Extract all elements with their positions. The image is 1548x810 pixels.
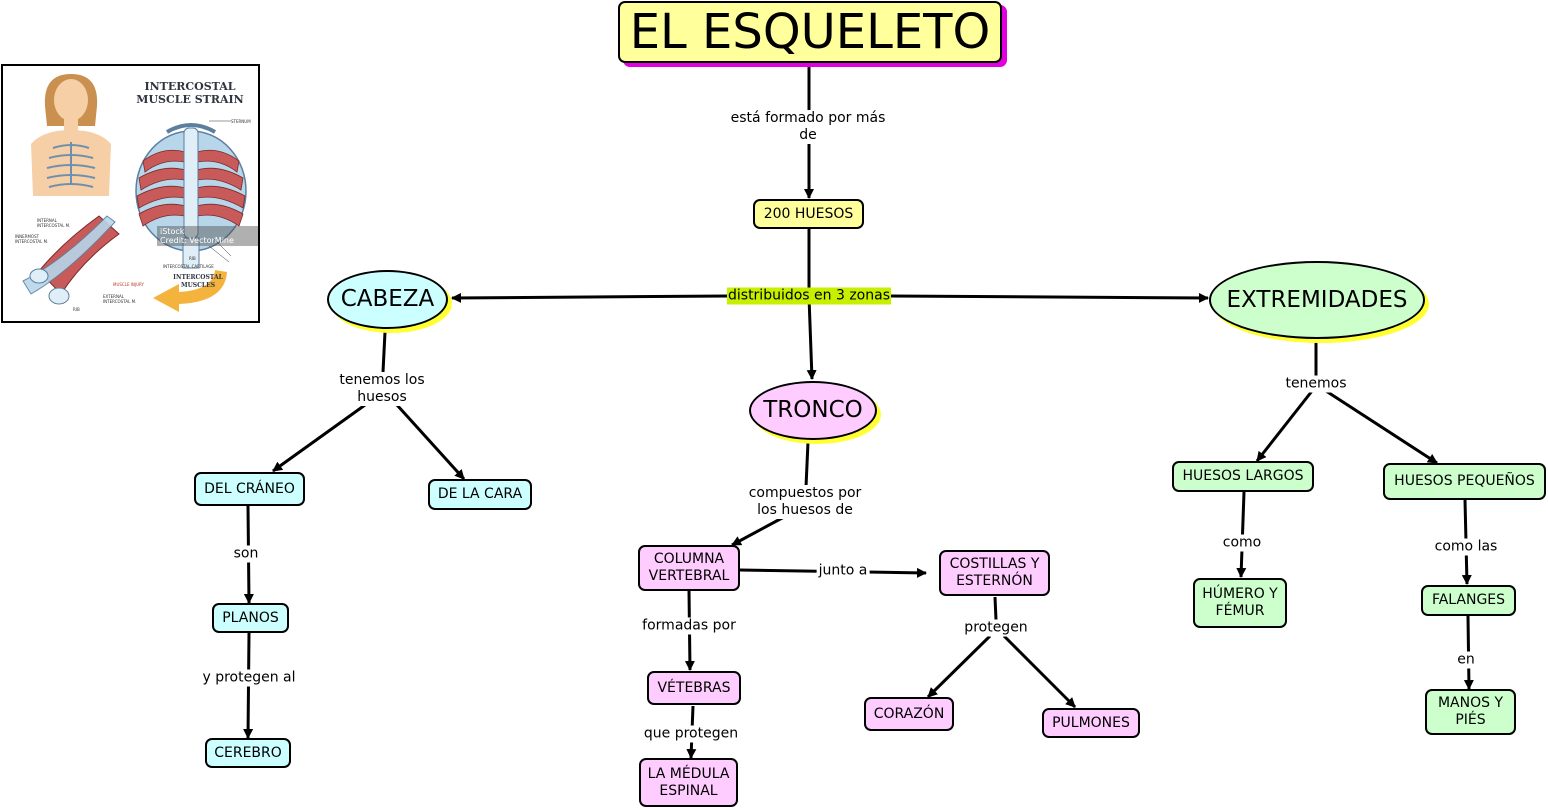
node-planos[interactable]: PLANOS (212, 603, 289, 633)
node-pulmones[interactable]: PULMONES (1042, 708, 1140, 738)
node-huesos-pequenos[interactable]: HUESOS PEQUEÑOS (1383, 463, 1546, 500)
node-costillas-esternon[interactable]: COSTILLAS Y ESTERNÓN (939, 550, 1050, 596)
link-cabeza-cara (395, 403, 466, 481)
node-humero-femur[interactable]: HÚMERO Y FÉMUR (1193, 578, 1287, 628)
label-en: en (1455, 651, 1477, 669)
watermark: iStock Credit: VectorMine (157, 226, 258, 246)
callout-rib-2: RIB (73, 307, 80, 312)
label-tenemos: tenemos (1283, 375, 1349, 393)
callout-innermost: INNERMOST INTERCOSTAL M. (15, 234, 49, 244)
illustration-subtitle: INTERCOSTAL MUSCLES (173, 274, 223, 289)
label-son: son (231, 545, 261, 563)
callout-internal: INTERNAL INTERCOSTAL M. (37, 218, 71, 228)
callout-rib: RIB (189, 256, 196, 261)
link-tronco-columna-2 (731, 515, 785, 547)
node-falanges[interactable]: FALANGES (1421, 585, 1516, 616)
label-tenemos-huesos: tenemos los huesos (337, 372, 427, 406)
illustration-title: INTERCOSTAL MUSCLE STRAIN (136, 80, 244, 106)
yellow-arrow-icon (153, 270, 227, 312)
node-de-la-cara[interactable]: DE LA CARA (428, 479, 532, 510)
label-como: como (1220, 534, 1264, 552)
node-columna-vertebral[interactable]: COLUMNA VERTEBRAL (638, 545, 740, 591)
label-protegen-al: y protegen al (200, 669, 298, 687)
link-tenemos-largos (1255, 390, 1314, 462)
link-hub-tronco (806, 296, 817, 380)
muscle-detail (22, 215, 120, 305)
node-corazon[interactable]: CORAZÓN (864, 697, 954, 731)
link-protegen-pulmones (1002, 634, 1077, 709)
node-cerebro[interactable]: CEREBRO (205, 738, 291, 768)
callout-injury: MUSCLE INJURY (113, 282, 144, 287)
label-que-protegen: que protegen (641, 725, 741, 743)
label-formado: está formado por más de (728, 110, 888, 144)
node-200-huesos[interactable]: 200 HUESOS (753, 199, 864, 229)
link-hub-cabeza (451, 292, 729, 303)
node-huesos-largos[interactable]: HUESOS LARGOS (1172, 461, 1314, 492)
link-tronco-columna (804, 441, 810, 488)
label-compuestos: compuestos por los huesos de (746, 485, 864, 519)
label-junto: junto a (816, 562, 870, 580)
node-extremidades[interactable]: EXTREMIDADES (1209, 261, 1425, 339)
node-manos-pies[interactable]: MANOS Y PIÉS (1425, 689, 1516, 735)
callout-sternum: STERNUM (231, 119, 251, 124)
callout-cartilage: INTERCOSTAL CARTILAGE (163, 264, 214, 269)
link-hub-extremidades (889, 292, 1209, 303)
link-costillas-protegen (993, 596, 998, 621)
label-como-las: como las (1432, 538, 1500, 556)
link-tenemos-pequenos (1325, 389, 1438, 465)
label-formadas: formadas por (640, 617, 738, 635)
link-protegen-corazon (926, 634, 992, 699)
rib-cage (135, 123, 247, 269)
label-distribuidos: distribuidos en 3 zonas (726, 287, 892, 305)
node-tronco[interactable]: TRONCO (749, 381, 877, 440)
node-cabeza[interactable]: CABEZA (327, 270, 448, 329)
link-cabeza-craneo (381, 331, 387, 373)
link-cabeza-craneo-2 (272, 403, 366, 473)
anatomy-drawing (22, 74, 247, 312)
woman-figure (31, 74, 111, 196)
label-protegen: protegen (962, 619, 1030, 637)
node-vetebras[interactable]: VÉTEBRAS (647, 671, 741, 705)
map-title[interactable]: EL ESQUELETO (618, 1, 1002, 63)
intercostal-illustration[interactable]: INTERCOSTAL MUSCLE STRAIN INTERCOSTAL MU… (1, 64, 260, 323)
callout-external: EXTERNAL INTERCOSTAL M. (103, 294, 137, 304)
node-medula-espinal[interactable]: LA MÉDULA ESPINAL (639, 758, 738, 807)
node-del-craneo[interactable]: DEL CRÁNEO (194, 472, 305, 506)
